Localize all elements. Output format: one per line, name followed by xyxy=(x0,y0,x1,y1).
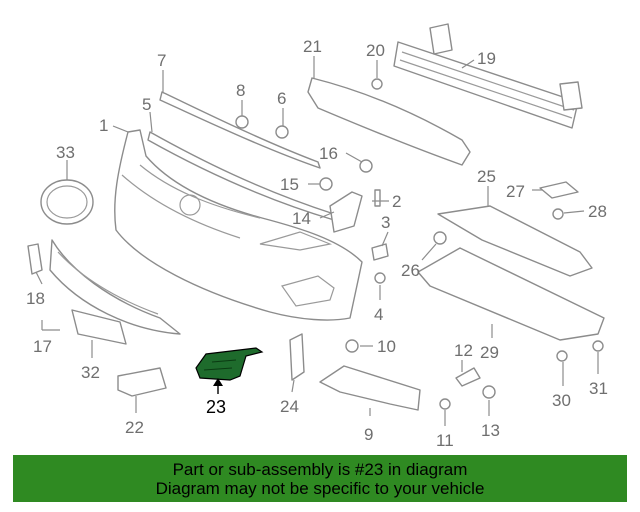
callout-5: 5 xyxy=(142,95,151,114)
fasteners xyxy=(235,78,604,410)
callouts: 1 2 3 4 5 6 7 8 9 10 11 12 13 14 15 16 1… xyxy=(26,37,608,450)
callout-20: 20 xyxy=(366,41,385,60)
callout-17: 17 xyxy=(33,337,52,356)
callout-10: 10 xyxy=(377,337,396,356)
part-clip-12 xyxy=(455,367,481,387)
callout-1: 1 xyxy=(99,116,108,135)
part-reinforcement xyxy=(393,23,583,129)
part-fog-grille-highlighted xyxy=(195,347,264,381)
callout-9: 9 xyxy=(364,425,373,444)
part-bracket-14 xyxy=(329,191,363,233)
callout-31: 31 xyxy=(589,379,608,398)
info-banner: Part or sub-assembly is #23 in diagram D… xyxy=(13,455,627,502)
parts-diagram: 1 2 3 4 5 6 7 8 9 10 11 12 13 14 15 16 1… xyxy=(26,23,608,450)
leader-lines xyxy=(35,56,599,426)
part-fog-cover xyxy=(117,367,167,397)
callout-23-highlighted: 23 xyxy=(206,397,226,417)
callout-24: 24 xyxy=(280,397,299,416)
part-bracket-18 xyxy=(27,243,43,275)
callout-3: 3 xyxy=(381,213,390,232)
callout-7: 7 xyxy=(157,51,166,70)
callout-15: 15 xyxy=(280,175,299,194)
callout-14: 14 xyxy=(292,209,311,228)
part-strip-7 xyxy=(159,91,321,169)
callout-32: 32 xyxy=(81,363,100,382)
callout-19: 19 xyxy=(477,49,496,68)
callout-12: 12 xyxy=(454,341,473,360)
callout-13: 13 xyxy=(481,421,500,440)
callout-6: 6 xyxy=(277,89,286,108)
banner-line-2: Diagram may not be specific to your vehi… xyxy=(155,479,485,498)
part-absorber xyxy=(307,77,471,166)
callout-27: 27 xyxy=(506,182,525,201)
callout-29: 29 xyxy=(480,343,499,362)
callout-26: 26 xyxy=(401,261,420,280)
callout-22: 22 xyxy=(125,418,144,437)
part-bracket-32 xyxy=(71,309,127,345)
callout-8: 8 xyxy=(236,81,245,100)
part-emblem xyxy=(40,179,94,225)
callout-11: 11 xyxy=(436,431,454,450)
callout-2: 2 xyxy=(392,192,401,211)
part-side-bracket xyxy=(319,365,421,411)
part-bracket-24 xyxy=(289,333,305,381)
callout-21: 21 xyxy=(303,37,322,56)
part-bracket-27 xyxy=(539,181,579,199)
callout-4: 4 xyxy=(374,305,383,324)
callout-25: 25 xyxy=(477,167,496,186)
callout-18: 18 xyxy=(26,289,45,308)
callout-16: 16 xyxy=(319,144,338,163)
highlight-arrow xyxy=(213,378,223,394)
part-undercover-upper xyxy=(437,205,593,277)
callout-28: 28 xyxy=(588,202,607,221)
part-undercover-lower xyxy=(417,247,605,341)
callout-33: 33 xyxy=(56,143,75,162)
banner-line-1: Part or sub-assembly is #23 in diagram xyxy=(172,460,468,479)
callout-30: 30 xyxy=(552,391,571,410)
part-bumper-cover xyxy=(114,129,363,321)
